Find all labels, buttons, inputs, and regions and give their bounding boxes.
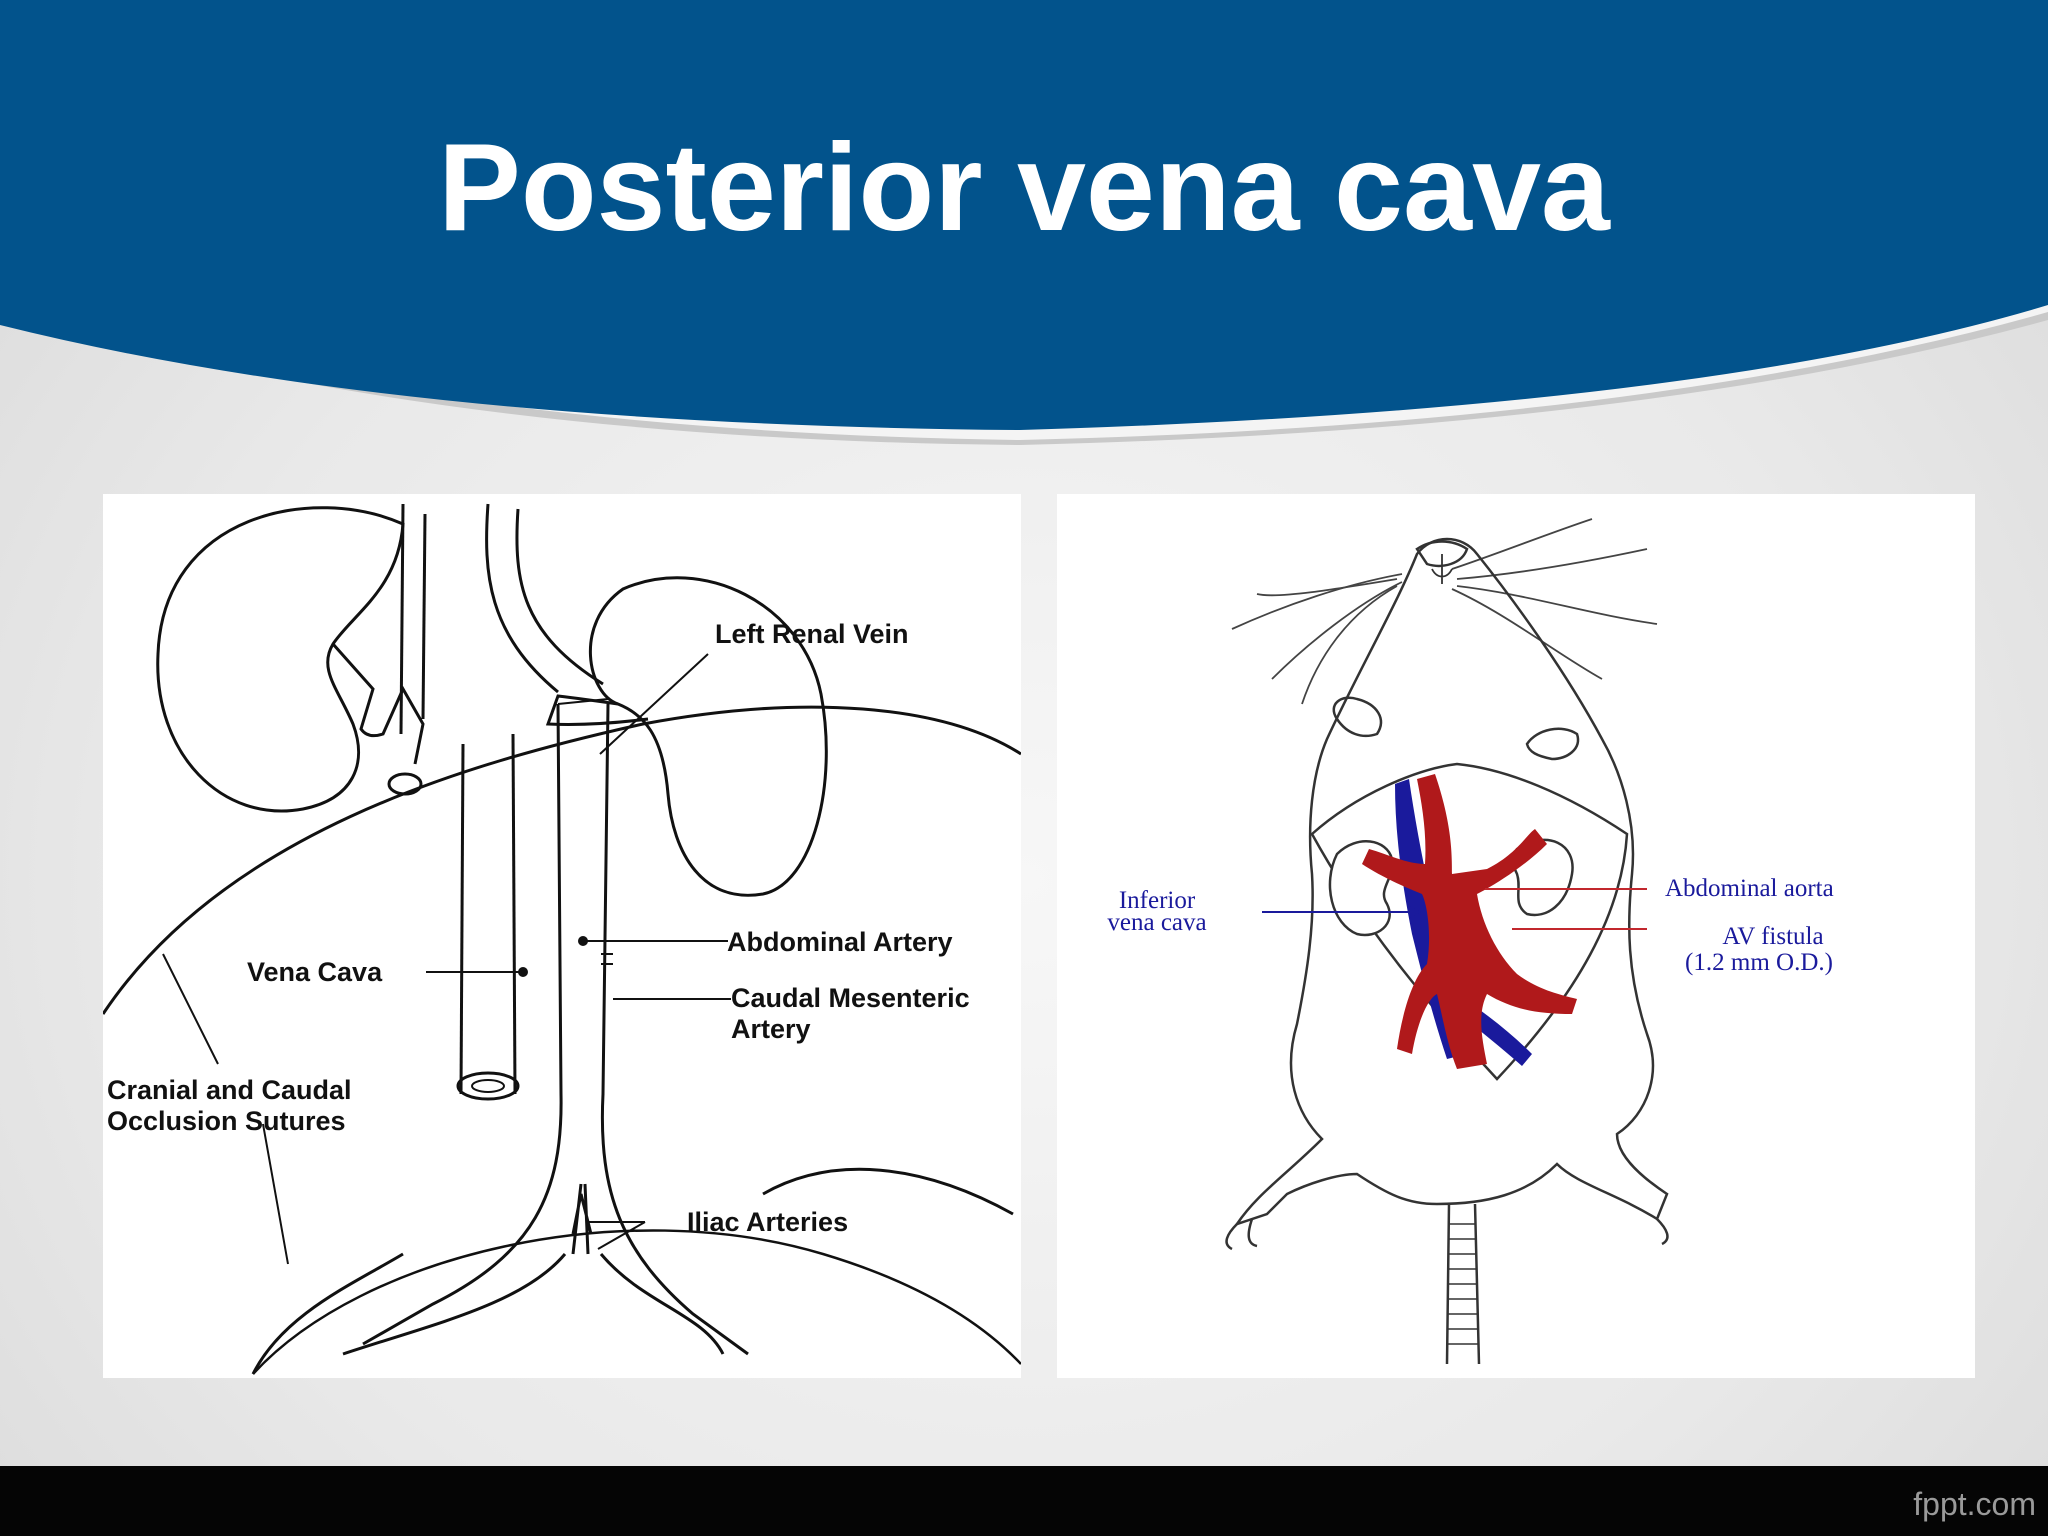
rat-left-ear: [1332, 696, 1383, 738]
body-outline-arc-lower: [252, 1229, 1021, 1375]
iliac-bifurcation: [571, 1183, 593, 1255]
label-occlusion-line1: Cranial and Caudal: [107, 1075, 352, 1105]
rat-dissection-illustration: [1225, 518, 1669, 1365]
aorta-upper-right: [515, 508, 604, 686]
upper-vessel-left: [399, 503, 405, 735]
right-kidney-outline: [156, 506, 405, 813]
header-banner: [0, 0, 2048, 445]
arrowhead-inferior-vena-cava: [1409, 906, 1422, 918]
abdominal-vessels-line-drawing: [103, 503, 1021, 1375]
tail-rings: [1448, 1223, 1479, 1345]
rat-right-hindpaw: [1656, 1218, 1669, 1246]
footer-brand: fppt.com: [1913, 1486, 2036, 1522]
vena-cava-cut-end: [456, 1071, 520, 1101]
label-caudal-mesenteric-line1: Caudal Mesenteric: [731, 983, 970, 1013]
vena-cava-left-wall: [459, 743, 465, 1095]
rat-nose: [1415, 540, 1469, 568]
right-iliac-inner: [599, 1253, 725, 1355]
rat-right-ear: [1525, 727, 1580, 761]
right-contour: [762, 1167, 1014, 1216]
label-abdominal-artery: Abdominal Artery: [727, 927, 953, 957]
label-left-renal-vein: Left Renal Vein: [715, 619, 909, 649]
label-av-fistula-line2: (1.2 mm O.D.): [1685, 949, 1833, 976]
abdominal-artery-right-wall: [600, 703, 749, 1356]
label-iliac-arteries: Iliac Arteries: [687, 1207, 849, 1237]
label-inferior-vena-cava-line2: vena cava: [1107, 909, 1207, 936]
leader-left-renal-vein: [599, 653, 709, 755]
rat-body-outline: [1233, 537, 1669, 1227]
mid-contour: [251, 1252, 404, 1375]
cut-renal-vessel-end: [387, 772, 423, 796]
slide-title: Posterior vena cava: [438, 119, 1610, 257]
upper-vessel-right: [421, 513, 427, 720]
label-av-fistula-line1: AV fistula: [1722, 923, 1824, 950]
body-outline-arc-top: [103, 705, 1021, 1015]
footer-bar: fppt.com: [0, 1466, 2048, 1536]
leader-iliac-arteries: [588, 1221, 646, 1250]
right-diagram-panel: Inferior vena cava Abdominal aorta AV fi…: [1057, 494, 1975, 1378]
label-caudal-mesenteric-line2: Artery: [731, 1014, 811, 1044]
abdominal-aorta-vessel: [1362, 774, 1577, 1069]
aorta-upper-left: [485, 503, 559, 694]
whiskers: [1231, 518, 1658, 705]
vena-cava-right-wall: [511, 733, 517, 1095]
label-inferior-vena-cava-line1: Inferior: [1118, 887, 1196, 914]
left-diagram-panel: Left Renal Vein Abdominal Artery Vena Ca…: [103, 494, 1021, 1378]
label-occlusion-line2: Occlusion Sutures: [107, 1106, 346, 1136]
left-iliac-inner: [342, 1253, 567, 1356]
rat-left-hindpaw: [1225, 1218, 1258, 1251]
leader-occlusion-sutures: [162, 953, 289, 1265]
abdominal-artery-left-wall: [362, 703, 563, 1346]
right-renal-vessel: [331, 643, 425, 765]
label-abdominal-aorta: Abdominal aorta: [1665, 875, 1834, 902]
label-vena-cava: Vena Cava: [247, 957, 383, 987]
